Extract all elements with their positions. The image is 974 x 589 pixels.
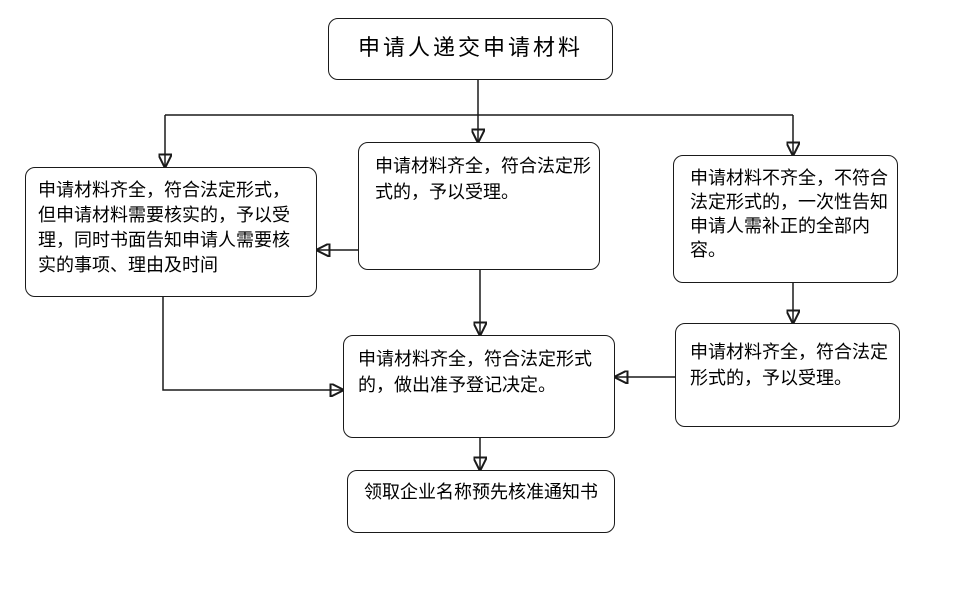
node-accept-after-correction: 申请材料齐全，符合法定 形式的，予以受理。 — [675, 323, 900, 427]
arrow-left-verify-to-decision — [162, 297, 342, 390]
node-incomplete-notify-correction: 申请材料不齐全，不符合 法定形式的，一次性告知 申请人需补正的全部内 容。 — [673, 155, 898, 283]
node-receive-name-preapproval-notice: 领取企业名称预先核准通知书 — [347, 470, 615, 533]
node-accept-with-verification: 申请材料齐全，符合法定形式， 但申请材料需要核实的，予以受 理，同时书面告知申请… — [25, 167, 317, 297]
node-accept-complete-materials: 申请材料齐全，符合法定形 式的，予以受理。 — [358, 142, 600, 270]
node-approve-registration-decision: 申请材料齐全，符合法定形式 的，做出准予登记决定。 — [343, 335, 615, 438]
node-submit-application: 申请人递交申请材料 — [328, 18, 613, 80]
